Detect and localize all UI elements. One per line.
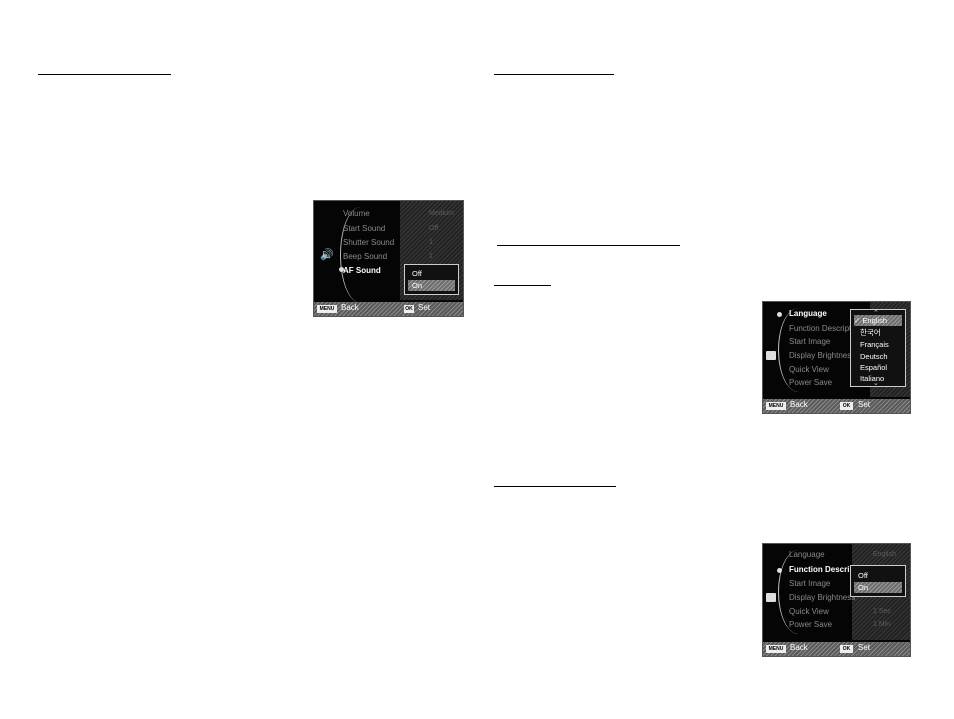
ok-key[interactable]: OK — [840, 402, 853, 410]
option-korean[interactable]: 한국어 — [860, 328, 881, 337]
down-arrow-icon[interactable]: ⌄ — [873, 380, 879, 387]
menu-curve — [340, 207, 381, 303]
settings-icon — [766, 593, 776, 602]
heading-rule-3 — [497, 245, 680, 246]
value-start-sound: Off — [429, 225, 439, 232]
language-popup: ⌃ ✓ English 한국어 Français Deutsch Español… — [850, 309, 906, 387]
ok-key[interactable]: OK — [840, 645, 853, 653]
option-off[interactable]: Off — [858, 571, 868, 580]
menu-dot — [339, 267, 344, 272]
option-espanol[interactable]: Español — [860, 363, 888, 372]
up-arrow-icon[interactable]: ⌃ — [873, 310, 879, 317]
menu-item-shutter-sound[interactable]: Shutter Sound — [343, 238, 395, 247]
value-language: English — [873, 551, 896, 558]
menu-item-function-description[interactable]: Function Description — [789, 324, 862, 333]
option-label: English — [862, 316, 887, 325]
bottom-bar: MENU Back OK Set — [314, 302, 463, 316]
heading-rule-1 — [38, 74, 171, 75]
menu-item-language[interactable]: Language — [789, 550, 825, 559]
heading-rule-5 — [494, 486, 616, 487]
value-power-save: 1 Min — [873, 621, 891, 628]
option-italiano[interactable]: Italiano — [860, 374, 885, 383]
speaker-icon: 🔊 — [320, 249, 334, 261]
menu-item-quick-view[interactable]: Quick View — [789, 607, 829, 616]
menu-item-power-save[interactable]: Power Save — [789, 378, 833, 387]
menu-key[interactable]: MENU — [766, 645, 786, 653]
menu-item-display-brightness[interactable]: Display Brightness — [789, 351, 856, 360]
af-sound-popup: Off On — [404, 264, 459, 295]
set-label: Set — [418, 303, 431, 312]
value-quick-view: 1 Sec — [873, 608, 891, 615]
menu-item-quick-view[interactable]: Quick View — [789, 365, 829, 374]
option-english[interactable]: ✓ English — [854, 315, 902, 326]
menu-item-volume[interactable]: Volume — [343, 209, 370, 218]
value-shutter-sound: 1 — [429, 239, 433, 246]
menu-item-start-image[interactable]: Start Image — [789, 579, 831, 588]
menu-item-start-image[interactable]: Start Image — [789, 337, 831, 346]
checkmark-icon: ✓ — [854, 316, 861, 325]
menu-key[interactable]: MENU — [766, 402, 786, 410]
function-popup: Off On — [850, 565, 906, 597]
menu-dot — [777, 568, 782, 573]
function-description-screen: Language Function Description Start Imag… — [762, 543, 911, 657]
menu-key[interactable]: MENU — [317, 305, 337, 313]
option-off[interactable]: Off — [412, 269, 422, 278]
back-label: Back — [790, 400, 808, 409]
heading-rule-2 — [494, 74, 614, 75]
option-on[interactable]: On — [408, 280, 455, 291]
ok-key[interactable]: OK — [404, 305, 414, 313]
settings-icon — [766, 351, 776, 360]
option-deutsch[interactable]: Deutsch — [860, 352, 888, 361]
menu-item-function-description[interactable]: Function Description — [789, 565, 869, 574]
menu-item-beep-sound[interactable]: Beep Sound — [343, 252, 388, 261]
menu-curve — [778, 550, 819, 634]
menu-item-af-sound[interactable]: AF Sound — [343, 266, 381, 275]
set-label: Set — [858, 400, 871, 409]
value-volume: Medium — [429, 210, 454, 217]
bottom-bar: MENU Back OK Set — [763, 642, 910, 656]
language-menu-screen: Language Function Description Start Imag… — [762, 301, 911, 414]
option-on[interactable]: On — [854, 582, 902, 593]
bottom-bar: MENU Back OK Set — [763, 399, 910, 413]
back-label: Back — [790, 643, 808, 652]
menu-item-start-sound[interactable]: Start Sound — [343, 224, 386, 233]
menu-item-power-save[interactable]: Power Save — [789, 620, 833, 629]
option-francais[interactable]: Français — [860, 340, 889, 349]
back-label: Back — [341, 303, 359, 312]
menu-item-display-brightness[interactable]: Display Brightness — [789, 593, 856, 602]
heading-rule-4 — [494, 285, 551, 286]
menu-dot — [777, 312, 782, 317]
value-beep-sound: 1 — [429, 253, 433, 260]
set-label: Set — [858, 643, 871, 652]
sound-menu-screen: 🔊 Volume Start Sound Shutter Sound Beep … — [313, 200, 464, 317]
menu-item-language[interactable]: Language — [789, 309, 827, 318]
menu-curve — [778, 308, 819, 392]
